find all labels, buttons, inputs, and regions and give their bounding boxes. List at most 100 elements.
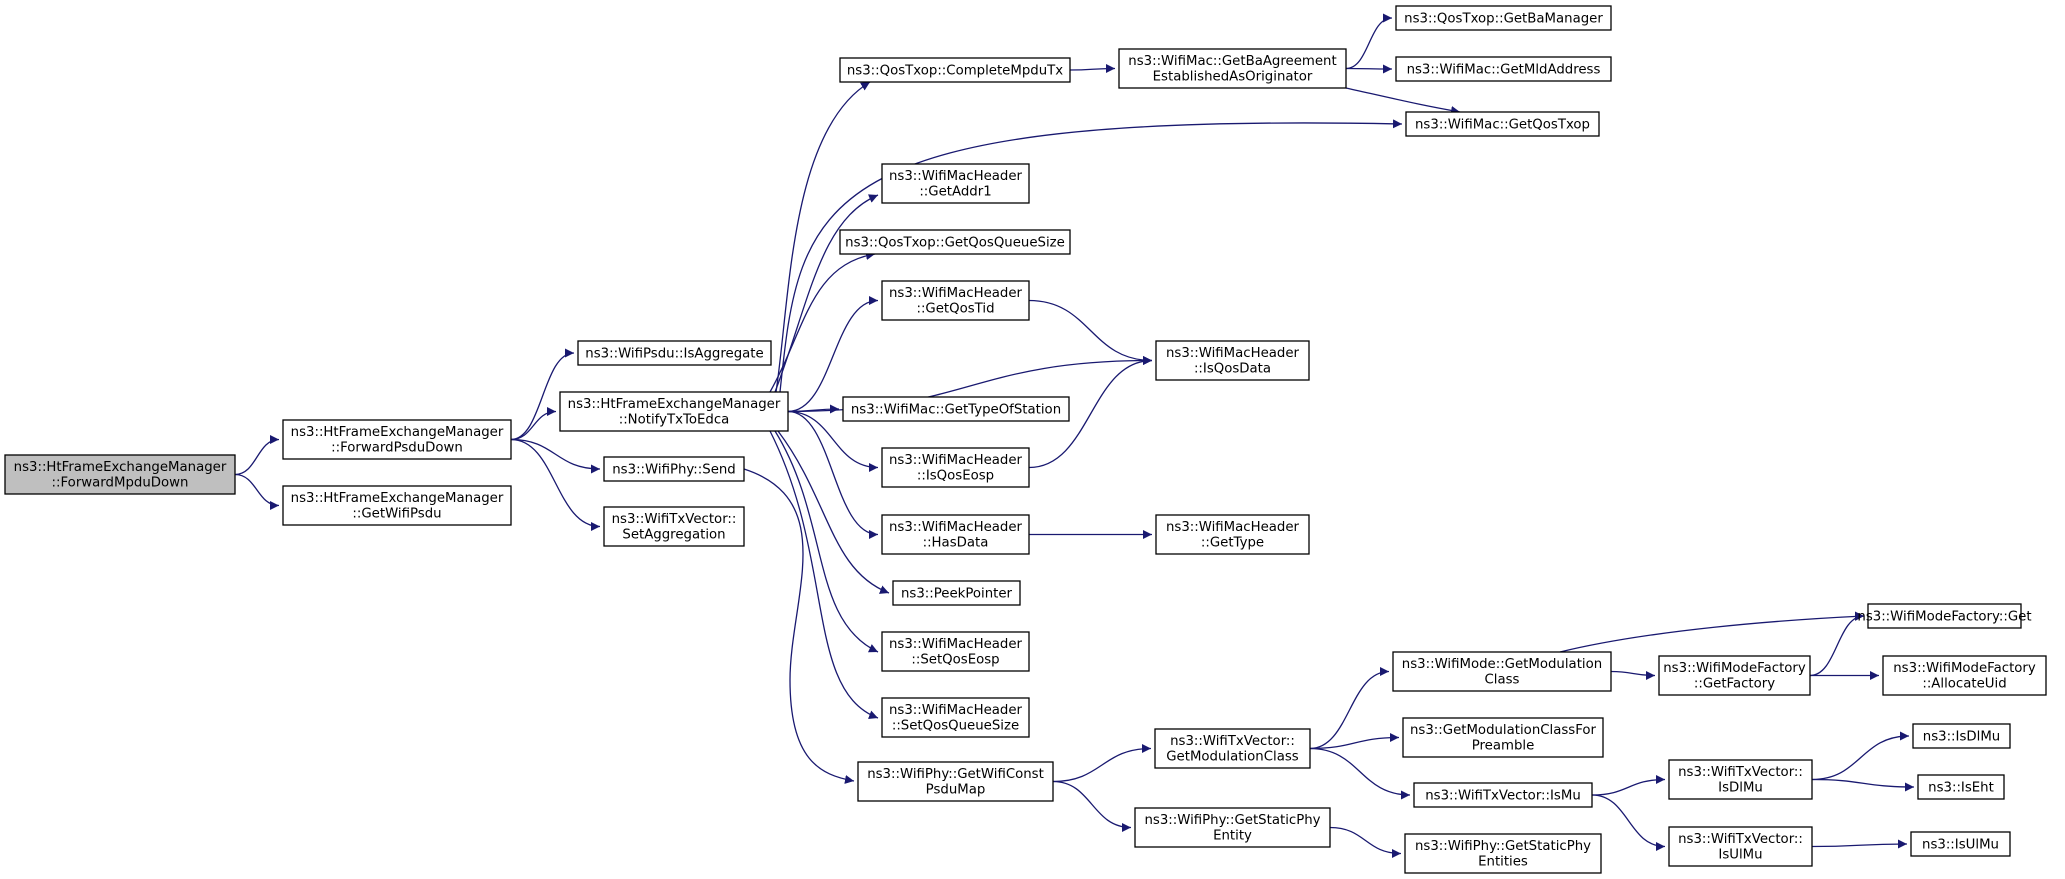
node-ns3-wifitxvector-getmodulationclass[interactable]: ns3::WifiTxVector::GetModulationClass (1154, 728, 1311, 769)
node-ns3-wifimacheader-isqosdata[interactable]: ns3::WifiMacHeader::IsQosData (1155, 340, 1310, 381)
node-label: ns3::WifiMacHeader (889, 520, 1023, 535)
node-box (1658, 655, 1811, 696)
node-label: ns3::WifiMacHeader (1166, 520, 1300, 535)
node-ns3-qostxop-getqosqueuesize[interactable]: ns3::QosTxop::GetQosQueueSize (839, 229, 1071, 255)
node-ns3-wifimac-getmldaddress[interactable]: ns3::WifiMac::GetMldAddress (1395, 56, 1612, 82)
edge-ns3-htframeexchangemanager-notifytxtoedca-to-ns3-wifimacheader-setqosqueuesize (769, 430, 879, 719)
node-label: PsduMap (926, 783, 986, 798)
node-ns3-isulmu[interactable]: ns3::IsUlMu (1910, 831, 2011, 857)
edge-ns3-htframeexchangemanager-forwardpsdudown-to-ns3-wifipsdu-isaggregate (510, 348, 575, 441)
node-label: ::SetQosQueueSize (892, 719, 1019, 734)
node-ns3-wifimacheader-isqoseosp[interactable]: ns3::WifiMacHeader::IsQosEosp (881, 447, 1030, 488)
node-label: Preamble (1472, 739, 1535, 754)
node-box (892, 580, 1021, 606)
node-box (1404, 833, 1602, 874)
node-label: ns3::WifiMac::GetTypeOfStation (851, 402, 1061, 417)
node-ns3-wifitxvector-isdlmu[interactable]: ns3::WifiTxVector::IsDlMu (1668, 759, 1813, 800)
node-label: ns3::WifiModeFactory (1893, 661, 2036, 676)
node-box (1402, 717, 1604, 758)
edge-ns3-htframeexchangemanager-forwardmpdudown-to-ns3-htframeexchangemanager-getwifipsdu (234, 473, 280, 510)
edge-ns3-htframeexchangemanager-forwardpsdudown-to-ns3-htframeexchangemanager-notifytxtoedca (510, 407, 557, 441)
node-label: ns3::IsEht (1928, 780, 1994, 795)
edge-ns3-htframeexchangemanager-notifytxtoedca-to-ns3-wifimacheader-isqoseosp (787, 410, 879, 472)
node-label: GetModulationClass (1166, 750, 1299, 765)
edge-ns3-wifitxvector-ismu-to-ns3-wifitxvector-isulmu (1591, 794, 1666, 851)
node-ns3-wifimacheader-getqostid[interactable]: ns3::WifiMacHeader::GetQosTid (881, 280, 1030, 321)
node-ns3-wifitxvector-setaggregation[interactable]: ns3::WifiTxVector::SetAggregation (603, 506, 745, 547)
node-ns3-wifimacheader-getaddr1[interactable]: ns3::WifiMacHeader::GetAddr1 (881, 163, 1030, 204)
node-ns3-wifimacheader-setqosqueuesize[interactable]: ns3::WifiMacHeader::SetQosQueueSize (881, 697, 1030, 738)
node-label: ns3::WifiTxVector:: (1678, 765, 1803, 780)
node-box (1910, 831, 2011, 857)
node-box (839, 57, 1071, 83)
node-ns3-wifimodefactory-allocateuid[interactable]: ns3::WifiModeFactory::AllocateUid (1882, 655, 2047, 696)
edge-ns3-htframeexchangemanager-notifytxtoedca-to-ns3-wifimacheader-hasdata (787, 410, 879, 539)
node-box (857, 761, 1054, 802)
node-box (881, 163, 1030, 204)
edge-ns3-wifitxvector-isdlmu-to-ns3-iseht (1811, 778, 1915, 792)
edge-ns3-htframeexchangemanager-forwardpsdudown-to-ns3-wifiphy-send (510, 438, 601, 474)
edge-ns3-wifimacheader-getqostid-to-ns3-wifimacheader-isqosdata (1028, 299, 1153, 365)
node-ns3-htframeexchangemanager-forwardpsdudown[interactable]: ns3::HtFrameExchangeManager::ForwardPsdu… (282, 419, 512, 460)
edge-ns3-wifimode-getmodulationclass-to-ns3-wifimodefactory-getfactory (1610, 670, 1656, 680)
edge-ns3-htframeexchangemanager-notifytxtoedca-to-ns3-wifimacheader-getqostid (787, 296, 879, 413)
node-label: EstablishedAsOriginator (1153, 70, 1313, 85)
node-ns3-wifimacheader-setqoseosp[interactable]: ns3::WifiMacHeader::SetQosEosp (881, 631, 1030, 672)
node-ns3-wifimodefactory-getfactory[interactable]: ns3::WifiModeFactory::GetFactory (1658, 655, 1811, 696)
node-ns3-wifitxvector-isulmu[interactable]: ns3::WifiTxVector::IsUlMu (1668, 826, 1813, 867)
node-label: ns3::HtFrameExchangeManager (291, 425, 504, 440)
node-label: ::GetFactory (1694, 677, 1775, 692)
node-box (1668, 826, 1813, 867)
edge-ns3-wifiphy-getwificonstpsdumap-to-ns3-wifitxvector-getmodulationclass (1052, 744, 1152, 783)
edge-ns3-wifimac-getbaagreementestablishedasoriginator-to-ns3-wifimac-getqostxop (1345, 87, 1461, 115)
node-ns3-wifimode-getmodulationclass[interactable]: ns3::WifiMode::GetModulationClass (1392, 651, 1612, 692)
node-ns3-wifitxvector-ismu[interactable]: ns3::WifiTxVector::IsMu (1413, 782, 1593, 808)
node-label: Class (1485, 673, 1520, 688)
edge-ns3-htframeexchangemanager-forwardpsdudown-to-ns3-wifitxvector-setaggregation (510, 438, 601, 531)
node-ns3-iseht[interactable]: ns3::IsEht (1917, 774, 2005, 800)
node-ns3-htframeexchangemanager-notifytxtoedca[interactable]: ns3::HtFrameExchangeManager::NotifyTxToE… (559, 391, 789, 432)
node-ns3-wifimac-gettypeofstation[interactable]: ns3::WifiMac::GetTypeOfStation (842, 396, 1070, 422)
node-label: ns3::WifiMacHeader (889, 453, 1023, 468)
node-box (1395, 5, 1612, 31)
node-label: Entity (1213, 829, 1252, 844)
node-ns3-wifimodefactory-get[interactable]: ns3::WifiModeFactory::Get (1857, 603, 2032, 629)
node-ns3-htframeexchangemanager-getwifipsdu[interactable]: ns3::HtFrameExchangeManager::GetWifiPsdu (282, 485, 512, 526)
node-label: ns3::WifiMode::GetModulation (1402, 657, 1602, 672)
node-ns3-isdlmu[interactable]: ns3::IsDlMu (1912, 723, 2011, 749)
node-label: ns3::QosTxop::GetQosQueueSize (845, 235, 1065, 250)
node-label: ::IsQosData (1194, 362, 1271, 377)
node-ns3-peekpointer[interactable]: ns3::PeekPointer (892, 580, 1021, 606)
node-ns3-wifimac-getbaagreementestablishedasoriginator[interactable]: ns3::WifiMac::GetBaAgreementEstablishedA… (1118, 48, 1347, 89)
edge-ns3-htframeexchangemanager-notifytxtoedca-to-ns3-wifimacheader-setqoseosp (774, 430, 879, 653)
node-label: ::AllocateUid (1922, 677, 2006, 692)
node-ns3-qostxop-completempdutx[interactable]: ns3::QosTxop::CompleteMpduTx (839, 57, 1071, 83)
node-box (559, 391, 789, 432)
node-box (1154, 728, 1311, 769)
node-box (603, 506, 745, 547)
node-ns3-wifimacheader-hasdata[interactable]: ns3::WifiMacHeader::HasData (881, 514, 1030, 555)
node-box (881, 280, 1030, 321)
node-ns3-htframeexchangemanager-forwardmpdudown[interactable]: ns3::HtFrameExchangeManager::ForwardMpdu… (4, 454, 236, 495)
node-label: ns3::QosTxop::CompleteMpduTx (847, 63, 1063, 78)
edge-ns3-wifimacheader-isqoseosp-to-ns3-wifimacheader-isqosdata (1028, 356, 1153, 469)
edge-ns3-wifiphy-getstaticphyentity-to-ns3-wifiphy-getstaticphyentities (1329, 826, 1402, 858)
node-box (1668, 759, 1813, 800)
node-ns3-wifimac-getqostxop[interactable]: ns3::WifiMac::GetQosTxop (1405, 111, 1600, 137)
node-ns3-wifimacheader-gettype[interactable]: ns3::WifiMacHeader::GetType (1155, 514, 1310, 555)
node-label: ns3::WifiMacHeader (889, 169, 1023, 184)
node-box (603, 456, 745, 482)
node-label: ::GetQosTid (916, 302, 994, 317)
node-ns3-wifiphy-send[interactable]: ns3::WifiPhy::Send (603, 456, 745, 482)
edge-ns3-wifiphy-send-to-ns3-wifiphy-getwificonstpsdumap (743, 468, 855, 784)
node-ns3-qostxop-getbamanager[interactable]: ns3::QosTxop::GetBaManager (1395, 5, 1612, 31)
node-label: ::ForwardPsduDown (331, 441, 463, 456)
node-label: ns3::WifiModeFactory::Get (1857, 609, 2031, 624)
node-ns3-wifipsdu-isaggregate[interactable]: ns3::WifiPsdu::IsAggregate (577, 340, 772, 366)
node-box (1917, 774, 2005, 800)
